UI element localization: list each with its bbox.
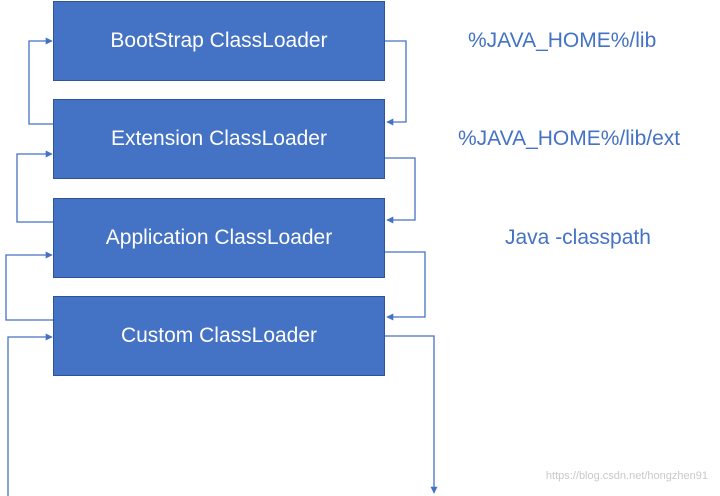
extension-path-label: %JAVA_HOME%/lib/ext (458, 127, 681, 150)
bootstrap-classloader-box: BootStrap ClassLoader (53, 1, 385, 81)
custom-classloader-box: Custom ClassLoader (53, 296, 385, 376)
entry-to-custom-arrow (7, 333, 53, 496)
custom-to-application-arrow (5, 251, 53, 321)
bootstrap-to-extension-arrow (385, 40, 407, 126)
extension-classloader-label: Extension ClassLoader (111, 127, 327, 150)
watermark: https://blog.csdn.net/hongzhen91 (545, 470, 708, 482)
application-to-custom-arrow (385, 251, 426, 321)
application-classloader-label: Application ClassLoader (105, 226, 333, 249)
extension-to-application-arrow (385, 157, 416, 224)
custom-exit-arrow (385, 335, 438, 494)
application-path-label: Java -classpath (505, 226, 651, 249)
application-to-extension-arrow (16, 150, 53, 223)
extension-classloader-box: Extension ClassLoader (53, 99, 385, 179)
application-classloader-box: Application ClassLoader (53, 198, 385, 278)
bootstrap-path-label: %JAVA_HOME%/lib (468, 29, 657, 52)
extension-to-bootstrap-arrow (28, 37, 53, 125)
bootstrap-classloader-label: BootStrap ClassLoader (110, 29, 328, 52)
custom-classloader-label: Custom ClassLoader (120, 324, 318, 347)
